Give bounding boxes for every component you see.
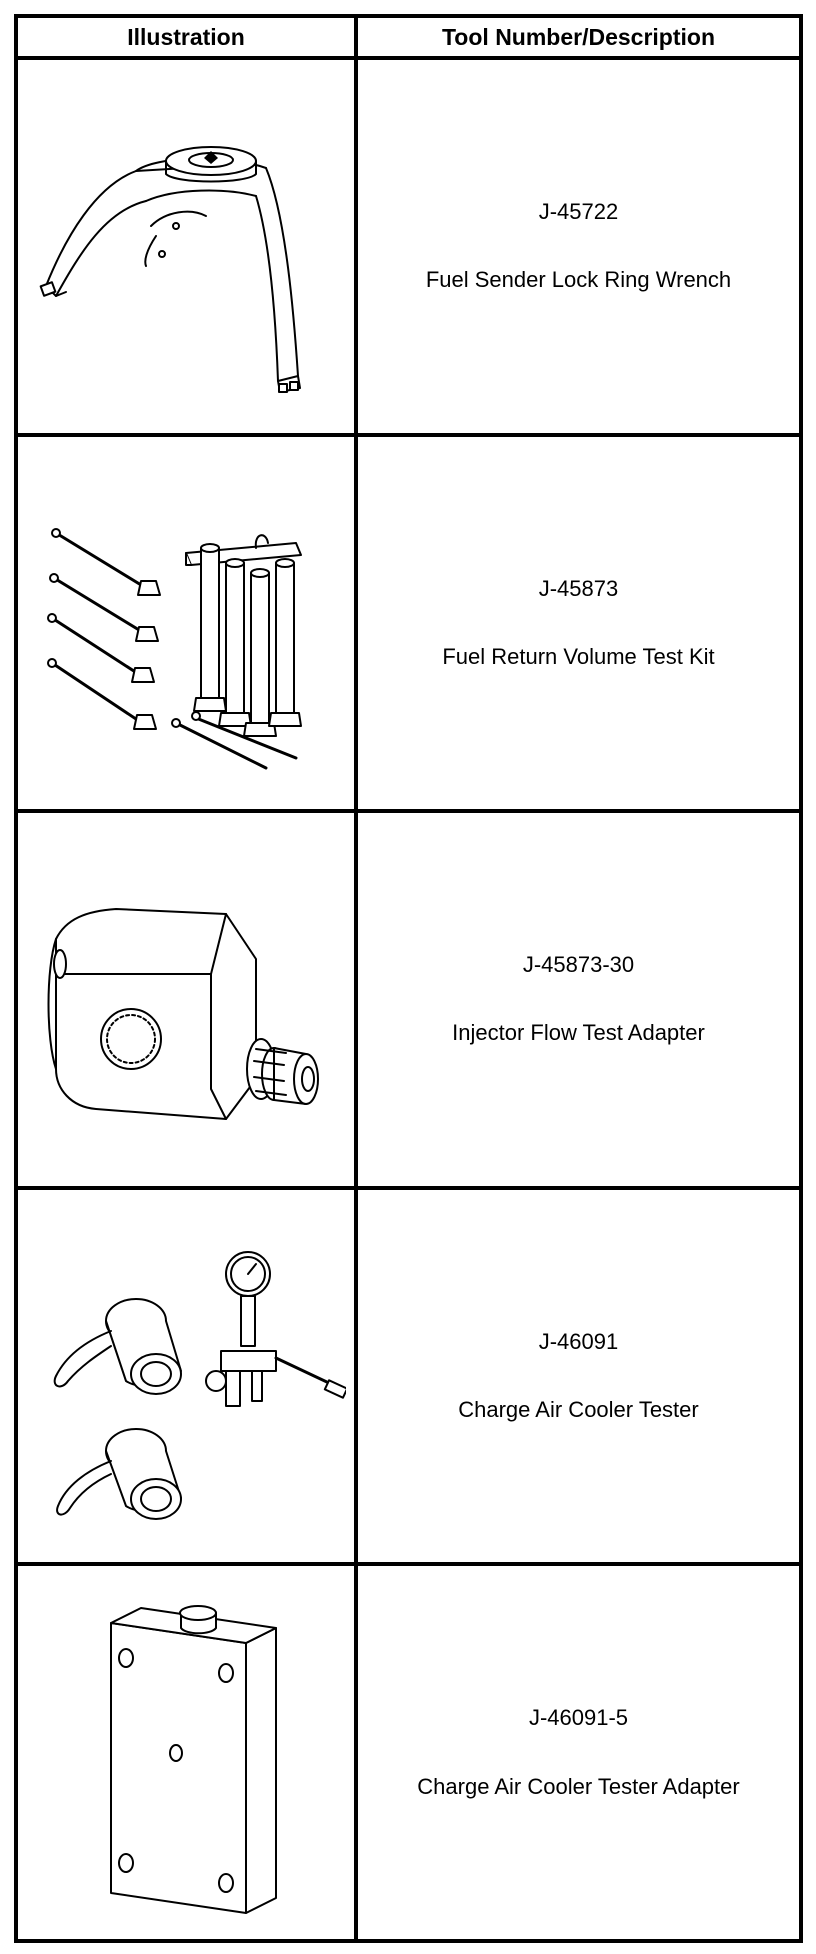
lock-ring-wrench-icon [39,146,301,394]
illustration-cell [14,1185,358,1567]
tool-description-cell: J-45873 Fuel Return Volume Test Kit [354,432,803,814]
tool-number: J-46091 [538,1328,619,1354]
table-row: J-45873-30 Injector Flow Test Adapter [14,809,803,1190]
illustration-cell [14,432,358,814]
tool-number: J-46091-5 [528,1705,629,1731]
tool-number: J-45873-30 [522,952,635,978]
flow-adapter-icon [47,908,319,1121]
illustration-cell [14,809,358,1190]
header-illustration: Illustration [14,14,358,60]
table-header-row: Illustration Tool Number/Description [14,14,803,60]
header-tool-number-description: Tool Number/Description [354,14,803,60]
tool-number: J-45722 [538,198,619,224]
table-row: J-46091-5 Charge Air Cooler Tester Adapt… [14,1562,803,1943]
tool-description-cell: J-45722 Fuel Sender Lock Ring Wrench [354,56,803,437]
cooler-tester-icon [53,1251,346,1521]
tool-description: Charge Air Cooler Tester Adapter [417,1773,740,1799]
test-kit-icon [47,527,302,770]
tool-description-cell: J-46091-5 Charge Air Cooler Tester Adapt… [354,1562,803,1943]
illustration-cell [14,56,358,437]
special-tools-table: Illustration Tool Number/Description [14,14,803,1943]
table-row: J-45722 Fuel Sender Lock Ring Wrench [14,56,803,437]
tool-number: J-45873 [538,575,619,601]
tester-adapter-icon [110,1604,277,1914]
tool-description: Charge Air Cooler Tester [458,1397,699,1423]
tool-description: Fuel Sender Lock Ring Wrench [425,267,732,293]
tool-description: Injector Flow Test Adapter [452,1020,705,1046]
table-row: J-46091 Charge Air Cooler Tester [14,1185,803,1567]
tool-description: Fuel Return Volume Test Kit [442,643,715,669]
illustration-cell [14,1562,358,1943]
tool-description-cell: J-45873-30 Injector Flow Test Adapter [354,809,803,1190]
tool-description-cell: J-46091 Charge Air Cooler Tester [354,1185,803,1567]
table-row: J-45873 Fuel Return Volume Test Kit [14,432,803,814]
